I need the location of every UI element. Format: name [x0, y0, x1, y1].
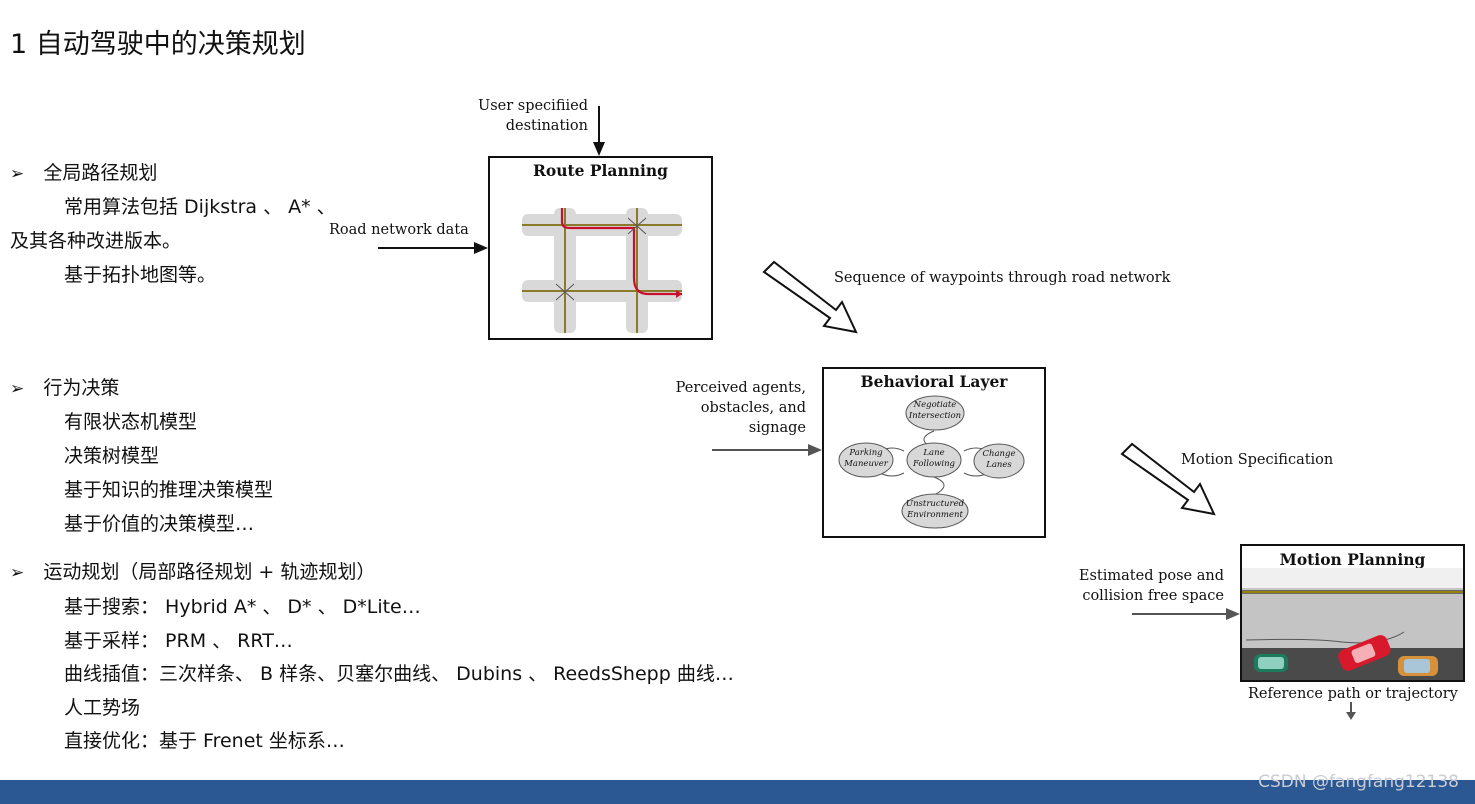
state-lane-following: Lane Following — [912, 448, 955, 469]
state-parking: Parking Maneuver — [844, 448, 888, 469]
motion-planning-title: Motion Planning — [1279, 550, 1426, 569]
state-unstructured: Unstructured Environment — [905, 499, 965, 520]
motion-spec-label: Motion Specification — [1181, 452, 1334, 468]
section-line: 有限状态机模型 — [64, 411, 198, 433]
section-line: 基于搜索： Hybrid A* 、 D* 、 D*Lite… — [64, 596, 421, 618]
state-negotiate: Negotiate Intersection — [908, 400, 962, 421]
bullet-arrow-icon: ➢ — [10, 379, 25, 399]
section-line: 基于价值的决策模型… — [64, 513, 255, 535]
road-network-arrow — [378, 242, 488, 254]
waypoints-label: Sequence of waypoints through road netwo… — [834, 270, 1171, 286]
section-line: 及其各种改进版本。 — [10, 230, 182, 252]
estimated-pose-arrow — [1132, 608, 1240, 620]
page-title: 1 自动驾驶中的决策规划 — [10, 29, 306, 60]
footer-bar — [0, 780, 1475, 804]
section-line: 基于知识的推理决策模型 — [64, 479, 274, 501]
section-behavior-decision: ➢ 行为决策 — [10, 373, 119, 400]
hollow-arrow-1 — [762, 260, 858, 334]
section-heading: 全局路径规划 — [43, 162, 158, 184]
road-scene — [1242, 568, 1463, 680]
route-planning-box: Route Planning — [488, 156, 713, 340]
state-change-lanes: Change Lanes — [982, 449, 1016, 470]
section-line: 基于拓扑地图等。 — [64, 264, 217, 286]
behavioral-layer-title: Behavioral Layer — [860, 372, 1008, 391]
estimated-pose-label: Estimated pose and collision free space — [1078, 568, 1224, 604]
road-grid-map — [522, 208, 682, 333]
bullet-arrow-icon: ➢ — [10, 563, 25, 583]
perceived-agents-arrow — [712, 444, 822, 456]
hollow-arrow-2 — [1120, 442, 1216, 516]
section-line: 基于采样： PRM 、 RRT… — [64, 630, 293, 652]
perceived-agents-label: Perceived agents, obstacles, and signage — [675, 380, 806, 436]
behavioral-layer-box: Behavioral Layer Negotiate Intersection … — [822, 367, 1046, 538]
section-line: 人工势场 — [64, 697, 141, 719]
section-line: 常用算法包括 Dijkstra 、 A* 、 — [64, 196, 336, 218]
section-line: 曲线插值：三次样条、 B 样条、贝塞尔曲线、 Dubins 、 ReedsShe… — [64, 663, 734, 685]
section-line: 决策树模型 — [64, 445, 160, 467]
reference-path-label: Reference path or trajectory — [1248, 686, 1458, 702]
user-destination-label: User specifiied destination — [477, 98, 588, 134]
section-global-planning: ➢ 全局路径规划 — [10, 158, 157, 185]
reference-path-arrow — [1346, 702, 1356, 720]
route-planning-title: Route Planning — [532, 161, 669, 180]
destination-arrow — [593, 106, 605, 156]
bullet-arrow-icon: ➢ — [10, 164, 25, 184]
watermark: CSDN @fangfang12138 — [1258, 772, 1459, 792]
behavior-state-graph — [838, 395, 1025, 529]
section-line: 直接优化：基于 Frenet 坐标系… — [64, 730, 345, 752]
section-heading: 行为决策 — [43, 377, 120, 399]
section-motion-planning: ➢ 运动规划（局部路径规划 + 轨迹规划） — [10, 557, 375, 584]
road-network-label: Road network data — [329, 222, 469, 238]
section-heading: 运动规划（局部路径规划 + 轨迹规划） — [43, 561, 376, 583]
motion-planning-box: Motion Planning — [1240, 544, 1465, 682]
